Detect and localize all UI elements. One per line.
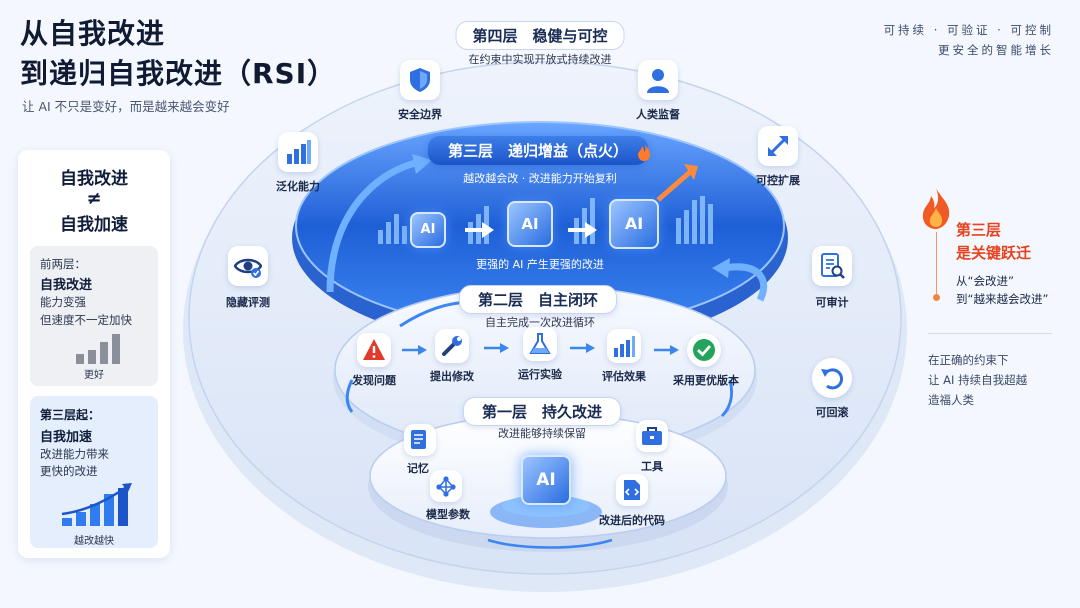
expand-arrows-icon (758, 126, 798, 166)
rollback-icon (812, 358, 852, 398)
layer1-item-tools: 工具 (641, 460, 663, 473)
layer2-arrow-2 (484, 343, 509, 353)
layer2-subtitle: 自主完成一次改进循环 (485, 316, 595, 329)
layer2-arrow-4 (654, 345, 679, 355)
card2-line2: 更快的改进 (40, 464, 98, 478)
layer3-flow-arrows (465, 222, 597, 238)
right-connector-line (936, 232, 937, 298)
layer2-step-run-experiment: 运行实验 (518, 368, 562, 381)
top-right-subtagline: 更安全的智能增长 (938, 43, 1054, 57)
check-icon (687, 333, 721, 367)
card1-bar-chart-icon (76, 334, 120, 364)
top-right-tagline: 可持续 · 可验证 · 可控制 (883, 23, 1054, 37)
layer3-spiral-right (723, 263, 768, 302)
not-equal-sign: ≠ (86, 188, 102, 209)
layer4-item-human-oversight: 人类监督 (636, 108, 680, 121)
layer2-loop-arrow-left (345, 379, 354, 413)
card-first-two-layers: 前两层： 自我改进 能力变强 但速度不一定加快 更好 (30, 246, 158, 386)
layer4-item-hidden-evaluation: 隐藏评测 (226, 296, 270, 309)
layer2-step-adopt-better-version: 采用更优版本 (673, 374, 739, 387)
layer2-step-find-problem: 发现问题 (352, 374, 396, 387)
layer2-step-evaluate: 评估效果 (602, 370, 646, 383)
right-label-line2: 是关键跃迁 (956, 244, 1032, 262)
right-text-2: 让 AI 持续自我超越 (928, 373, 1028, 387)
eye-check-icon (228, 246, 268, 286)
layer4-title-badge: 第四层 稳健与可控 (455, 21, 625, 50)
card1-line2: 但速度不一定加快 (40, 313, 132, 327)
card1-line1: 能力变强 (40, 295, 86, 309)
layer1-item-memory: 记忆 (407, 462, 429, 475)
card2-title: 自我加速 (40, 430, 93, 445)
left-comparison-panel: 自我改进 ≠ 自我加速 前两层： 自我改进 能力变强 但速度不一定加快 更好 第… (18, 150, 170, 558)
wrench-icon (435, 329, 469, 363)
layer2-loop-arrow-right (720, 379, 734, 418)
card1-label: 前两层： (40, 257, 86, 271)
layer4-item-rollback: 可回滚 (815, 406, 849, 419)
layer1-item-improved-code: 改进后的代码 (599, 514, 665, 527)
layer3-caption: 更强的 AI 产生更强的改进 (476, 258, 604, 271)
card2-line1: 改进能力带来 (40, 447, 109, 461)
right-label-line1: 第三层 (956, 221, 1002, 239)
right-to-text: 到“越来越会改进” (956, 292, 1049, 306)
left-heading-improvement: 自我改进 (60, 169, 128, 189)
card1-caption: 更好 (84, 370, 104, 381)
layer4-item-auditable: 可审计 (815, 296, 849, 309)
layer1-item-model-params: 模型参数 (426, 508, 470, 521)
warning-icon (357, 333, 391, 367)
audit-search-icon (812, 246, 852, 286)
layer3-subtitle: 越改越会改 · 改进能力开始复利 (463, 172, 617, 185)
network-icon (430, 470, 462, 502)
right-divider (928, 333, 1052, 334)
layer2-title-badge: 第二层 自主闭环 (458, 285, 618, 314)
layer1-arrow-bottom (487, 538, 613, 549)
shield-icon (400, 60, 440, 100)
layer3-growth-arrow (656, 170, 692, 202)
layer4-item-safety-boundary: 安全边界 (398, 108, 442, 121)
card2-growth-chart-icon (61, 483, 132, 526)
right-text-3: 造福人类 (928, 393, 974, 407)
layer3-ai-cube-medium: AI (507, 201, 553, 247)
layer1-subtitle: 改进能够持续保留 (498, 427, 586, 440)
layer3-ai-cube-small: AI (410, 212, 446, 248)
code-file-icon (616, 474, 648, 506)
page-subtitle: 让 AI 不只是变好，而是越来越会变好 (22, 99, 230, 114)
layer4-subtitle: 在约束中实现开放式持续改进 (468, 53, 612, 66)
right-connector-dot (933, 294, 940, 301)
bar-chart-icon (278, 132, 318, 172)
card-layer-three-onward: 第三层起： 自我加速 改进能力带来 更快的改进 越改越快 (30, 396, 158, 548)
layer1-title-badge: 第一层 持久改进 (462, 397, 622, 426)
layer2-arrow-3 (570, 343, 595, 353)
card2-caption: 越改越快 (74, 536, 114, 547)
spark-fire-icon (638, 143, 651, 161)
right-from-text: 从“会改进” (956, 274, 1014, 288)
layer3-spiral-left (326, 158, 421, 293)
layer3-ai-cube-large: AI (609, 199, 659, 249)
layer1-ai-core-cube: AI (521, 455, 571, 505)
page-title-line1: 从自我改进 (20, 17, 166, 50)
layer4-item-controlled-scaling: 可控扩展 (756, 174, 800, 187)
person-icon (638, 60, 678, 100)
card1-title: 自我改进 (40, 278, 93, 293)
left-heading-acceleration: 自我加速 (60, 215, 128, 235)
right-text-1: 在正确的约束下 (928, 353, 1009, 367)
evaluate-bar-chart-icon (607, 329, 641, 363)
flask-icon (523, 327, 557, 361)
layer2-arrow-1 (402, 345, 427, 355)
layer3-growth-arrowhead (684, 164, 698, 180)
page-title-line2: 到递归自我改进（RSI） (20, 57, 337, 90)
layer3-title-badge: 第三层 递归增益（点火） (427, 136, 649, 165)
layer2-step-propose-change: 提出修改 (430, 370, 474, 383)
card2-label: 第三层起： (40, 408, 101, 422)
layer3-spiral-left-head (412, 154, 432, 174)
layer3-spiral-right-head (712, 258, 730, 278)
fire-icon (922, 188, 950, 229)
memory-doc-icon (404, 424, 436, 456)
toolbox-icon (636, 420, 668, 452)
layer4-item-generalization: 泛化能力 (276, 180, 320, 193)
